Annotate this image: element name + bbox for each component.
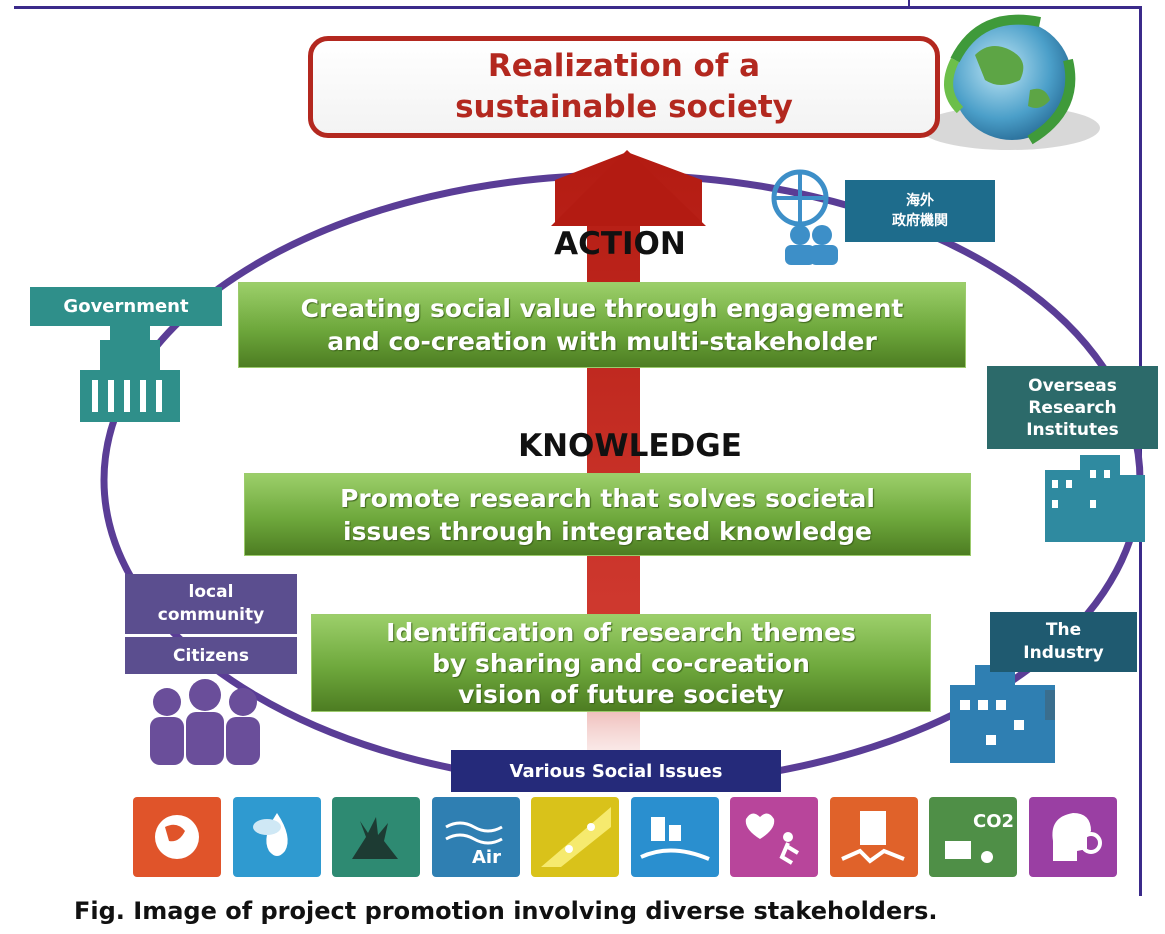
head-gears-icon: [1028, 797, 1117, 877]
sustainable-globe-icon: [920, 14, 1100, 150]
goal-title: Realization of a sustainable society: [455, 48, 793, 125]
deer-icon: [332, 797, 420, 877]
overseas-government-tag: 海外 政府機関: [845, 180, 995, 242]
overseas-government-people-icon: [771, 169, 838, 265]
knowledge-label: KNOWLEDGE: [518, 428, 742, 464]
citizens-tag: Citizens: [125, 637, 297, 674]
local-community-tag: local community: [125, 574, 297, 634]
goal-box: Realization of a sustainable society: [308, 36, 940, 138]
research-themes-box: Identification of research themes by sha…: [311, 614, 931, 712]
co2-factory-icon: CO2: [929, 797, 1017, 877]
frame-top-border: [14, 6, 1142, 9]
sunlight-icon: [531, 797, 619, 877]
svg-text:Air: Air: [472, 847, 501, 868]
social-value-box: Creating social value through engagement…: [238, 282, 966, 368]
action-label: ACTION: [554, 226, 686, 262]
government-building-icon: [80, 305, 180, 422]
earthquake-building-icon: [829, 797, 918, 877]
industry-tag: The Industry: [990, 612, 1137, 672]
citizens-people-icon: [150, 679, 260, 765]
integrated-knowledge-box: Promote research that solves societal is…: [244, 473, 971, 556]
government-tag: Government: [30, 287, 222, 326]
overseas-research-tag: Overseas Research Institutes: [987, 366, 1158, 449]
globe-icon: [133, 797, 221, 877]
industry-factory-icon: [950, 665, 1055, 763]
svg-text:CO2: CO2: [973, 811, 1014, 832]
city-river-icon: [630, 797, 719, 877]
figure-caption: Fig. Image of project promotion involvin…: [74, 897, 938, 925]
research-institute-building-icon: [1045, 455, 1145, 542]
social-issues-tag: Various Social Issues: [451, 750, 781, 792]
air-icon: Air: [431, 797, 520, 877]
heart-runner-icon: [730, 797, 818, 877]
water-drop-icon: [232, 797, 321, 877]
frame-tick: [908, 0, 910, 8]
